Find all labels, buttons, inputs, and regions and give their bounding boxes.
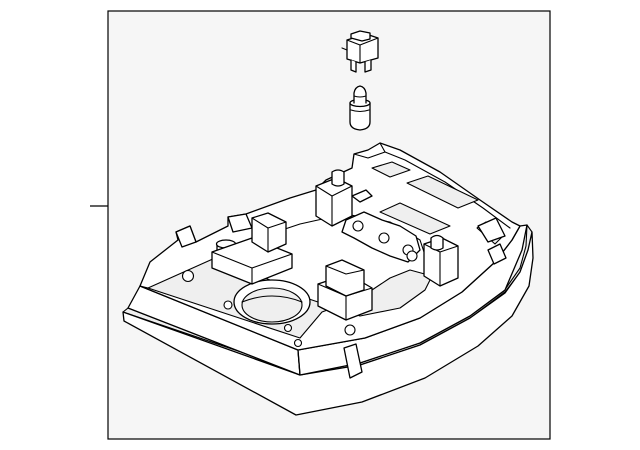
connector-socket bbox=[341, 30, 379, 73]
console-housing bbox=[122, 142, 534, 416]
bulb bbox=[349, 85, 371, 131]
